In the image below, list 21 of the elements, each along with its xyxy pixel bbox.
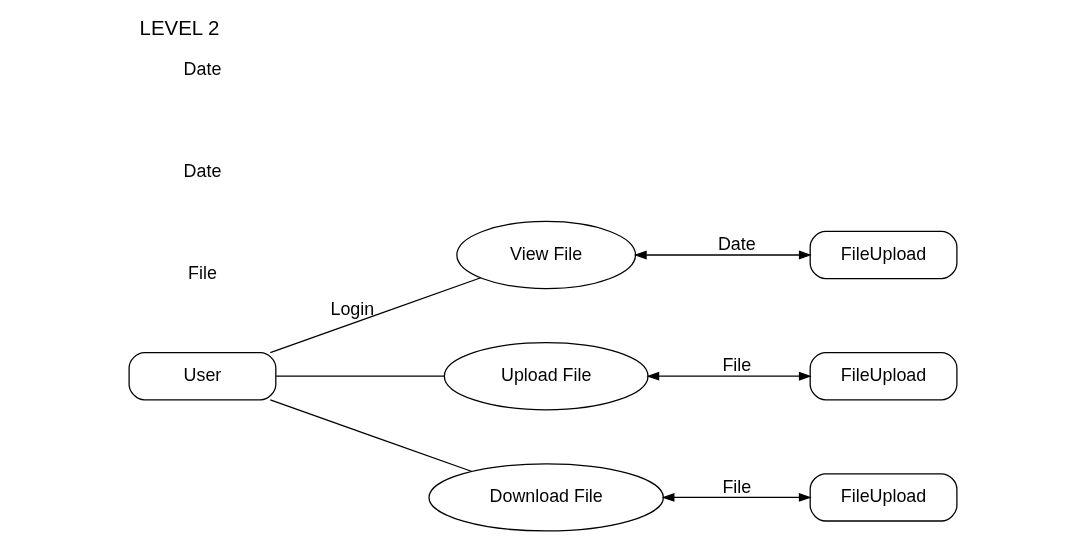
connector (275, 375, 445, 377)
label: File (188, 262, 217, 283)
edge-label: Login (330, 299, 375, 320)
arrow (661, 492, 812, 502)
edge-label: File (722, 355, 752, 376)
edge-label: Date (717, 234, 756, 255)
diagram-title: LEVEL 2 (139, 16, 220, 39)
edge-label: File (722, 476, 752, 497)
node-ellipse: Download File (428, 463, 664, 532)
node-box: FileUpload (809, 230, 958, 280)
node-ellipse: Upload File (443, 341, 649, 411)
node-ellipse: View File (456, 220, 637, 290)
label: Date (183, 160, 222, 181)
node-box: User (128, 351, 277, 401)
connector (269, 277, 482, 354)
arrow (646, 371, 812, 381)
connector (269, 399, 473, 473)
node-box: FileUpload (809, 473, 958, 522)
label: Date (183, 58, 222, 79)
node-box: FileUpload (809, 351, 958, 401)
arrow (633, 250, 812, 260)
